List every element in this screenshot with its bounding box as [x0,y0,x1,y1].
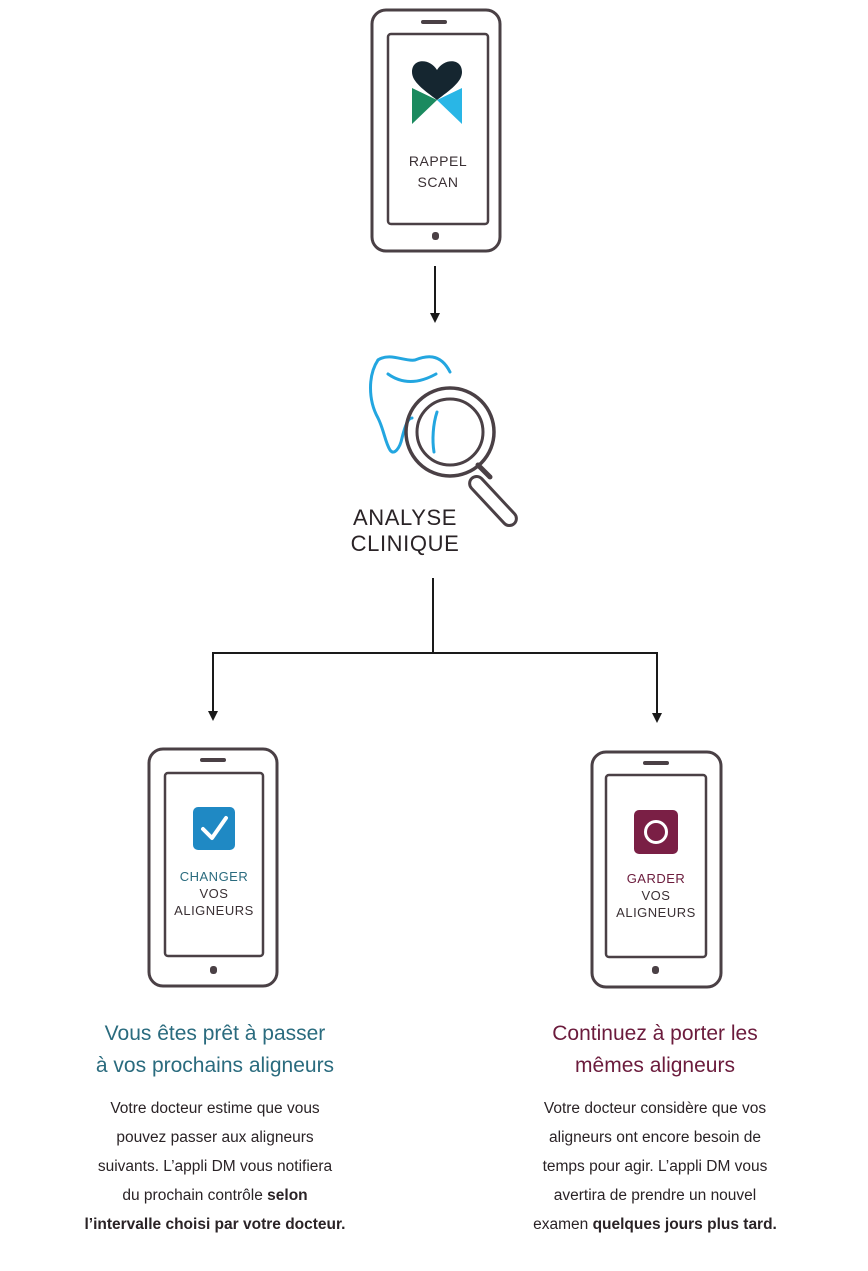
top-phone-label-line1: RAPPEL [408,153,468,169]
right-body-line5-bold: quelques jours plus tard. [592,1216,777,1233]
left-body-line5-bold: l’intervalle choisi par votre docteur. [84,1216,346,1233]
right-heading-line2: mêmes aligneurs [575,1054,735,1077]
left-phone-label-line1: CHANGER [179,869,249,884]
analysis-label: ANALYSE CLINIQUE [300,505,510,557]
left-body-line4-plain: du prochain contrôle [122,1187,268,1204]
right-phone-label-line3: ALIGNEURS [616,905,696,920]
right-phone-label-line1: GARDER [626,871,686,886]
right-phone [590,750,723,989]
left-body-line2: pouvez passer aux aligneurs [116,1129,314,1146]
analysis-label-line2: CLINIQUE [350,531,460,556]
left-body-line1: Votre docteur estime que vous [110,1100,320,1117]
right-body-line1: Votre docteur considère que vos [543,1100,767,1117]
right-phone-label: GARDER VOS ALIGNEURS [606,870,706,921]
top-phone [370,8,502,253]
right-body-line3: temps pour agir. L’appli DM vous [542,1158,768,1175]
top-phone-label-line2: SCAN [417,174,459,190]
left-body-line5: l’intervalle choisi par votre docteur. [40,1210,390,1239]
left-heading: Vous êtes prêt à passer à vos prochains … [40,1018,390,1082]
right-body-line2: aligneurs ont encore besoin de [549,1129,761,1146]
branch-connector [208,578,662,723]
left-body-line4: du prochain contrôle selon [40,1181,390,1210]
right-heading: Continuez à porter les mêmes aligneurs [478,1018,832,1082]
analysis-label-line1: ANALYSE [352,505,458,530]
tooth-magnifier-icon [369,355,518,528]
circle-icon [634,810,678,854]
left-phone-label-line2: VOS [199,886,229,901]
heart-tooth-logo [412,61,462,124]
right-body-line5-plain: examen [533,1216,593,1233]
right-heading-line1: Continuez à porter les [552,1022,758,1045]
left-body: Votre docteur estime que vous pouvez pas… [40,1094,390,1239]
right-phone-label-line2: VOS [641,888,671,903]
left-phone-label: CHANGER VOS ALIGNEURS [165,868,263,919]
left-heading-line1: Vous êtes prêt à passer [104,1022,326,1045]
right-body-line5: examen quelques jours plus tard. [478,1210,832,1239]
right-body-line4: avertira de prendre un nouvel [553,1187,757,1204]
top-phone-label: RAPPEL SCAN [388,151,488,193]
right-body: Votre docteur considère que vos aligneur… [478,1094,832,1239]
checkmark-icon [193,807,235,850]
left-body-line3: suivants. L’appli DM vous notifiera [97,1158,333,1175]
left-phone [147,747,279,988]
left-heading-line2: à vos prochains aligneurs [95,1054,335,1077]
left-phone-label-line3: ALIGNEURS [174,903,254,918]
left-body-line4-bold: selon [267,1187,308,1204]
